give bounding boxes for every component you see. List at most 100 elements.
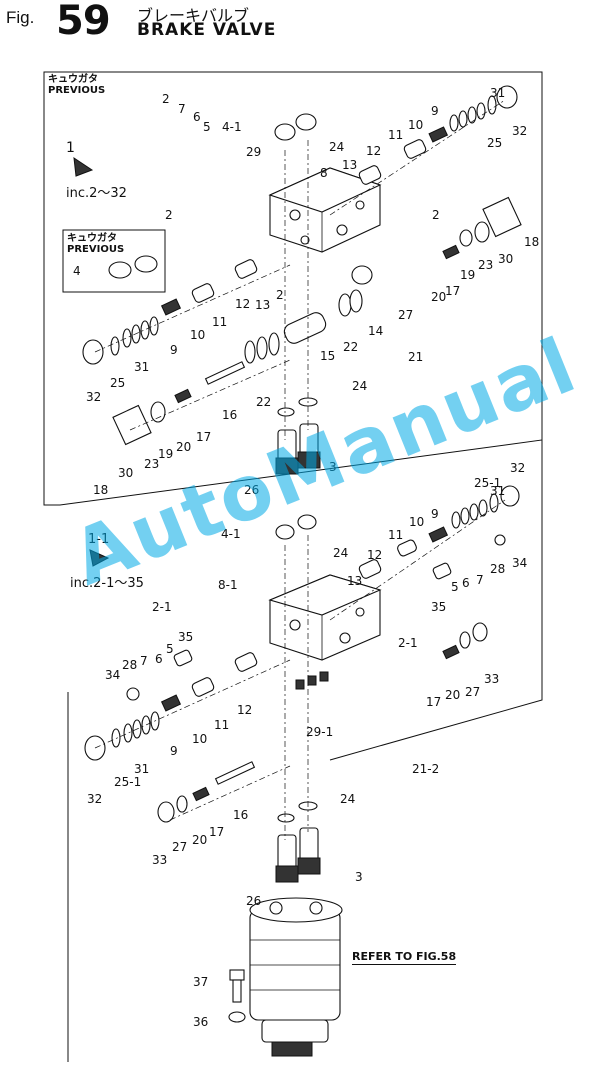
part-callout: 6 <box>193 110 201 124</box>
part-callout: 3 <box>329 460 337 474</box>
upper-top-plugs <box>108 113 317 279</box>
part-callout: 24 <box>333 546 349 560</box>
lower-fittings <box>275 514 329 883</box>
part-callout: 4 <box>73 264 81 278</box>
part-callout: 29-1 <box>306 725 334 739</box>
part-callout: 37 <box>193 975 209 989</box>
part-callout: 8 <box>320 166 328 180</box>
part-callout: 24 <box>352 379 368 393</box>
part-callout: 11 <box>388 528 404 542</box>
lower-assembly-id: 1-1 <box>88 532 110 547</box>
inset-tag-jp: キュウガタ <box>67 233 117 244</box>
part-callout: 32 <box>510 461 526 475</box>
part-callout: 2 <box>276 288 284 302</box>
upper-bottom-ports <box>275 397 321 475</box>
part-callout: 2-1 <box>398 636 418 650</box>
title-japanese: ブレーキバルブ <box>137 6 250 25</box>
part-callout: 20 <box>192 833 208 847</box>
part-callout: 31 <box>490 484 506 498</box>
lower-right-parts <box>358 485 520 660</box>
part-callout: 27 <box>398 308 414 322</box>
part-callout: 26 <box>244 483 260 497</box>
part-callout: 7 <box>140 654 148 668</box>
reference-note: REFER TO FIG.58 <box>352 950 457 965</box>
part-callout: 22 <box>256 395 272 409</box>
part-callout: 17 <box>445 284 461 298</box>
part-callout: 32 <box>87 792 103 806</box>
part-callout: 36 <box>193 1015 209 1029</box>
upper-valve-body <box>268 167 382 253</box>
lower-frame-right <box>329 440 543 761</box>
part-callout: 13 <box>255 298 271 312</box>
part-callout: 4-1 <box>222 120 242 134</box>
part-callout: 32 <box>512 124 528 138</box>
part-callout: 11 <box>212 315 228 329</box>
part-callout: 3 <box>355 870 363 884</box>
part-callout: 28 <box>490 562 506 576</box>
part-callout: 12 <box>367 548 383 562</box>
part-callout: 22 <box>343 340 359 354</box>
inset-previous-tag: キュウガタ PREVIOUS <box>67 233 124 255</box>
part-callout: 32 <box>86 390 102 404</box>
part-callout: 10 <box>409 515 425 529</box>
bolt-37 <box>229 969 245 1003</box>
part-callout: 24 <box>340 792 356 806</box>
part-callout: 20 <box>445 688 461 702</box>
part-callout: 15 <box>320 349 336 363</box>
part-callout: 10 <box>192 732 208 746</box>
part-callout: 9 <box>170 744 178 758</box>
part-callout: 31 <box>134 762 150 776</box>
part-callout: 24 <box>329 140 345 154</box>
upper-right-parts <box>351 85 522 285</box>
part-callout: 23 <box>144 457 160 471</box>
upper-frame <box>43 71 543 506</box>
part-callout: 5 <box>203 120 211 134</box>
upper-left-parts <box>82 259 258 446</box>
part-callout: 9 <box>170 343 178 357</box>
part-callout: 28 <box>122 658 138 672</box>
part-callout: 23 <box>478 258 494 272</box>
master-cylinder <box>249 897 343 1057</box>
arrow-assembly-1-1 <box>89 549 110 567</box>
part-callout: 25-1 <box>114 775 142 789</box>
inset-frame <box>62 229 166 293</box>
part-callout: 30 <box>118 466 134 480</box>
arrow-assembly-1 <box>73 156 94 177</box>
part-callout: 31 <box>490 86 506 100</box>
part-callout: 25 <box>487 136 503 150</box>
part-callout: 18 <box>524 235 540 249</box>
previous-tag-en: PREVIOUS <box>48 85 106 96</box>
part-callout: 35 <box>178 630 194 644</box>
figure-number: 59 <box>56 0 111 44</box>
part-callout: 2 <box>162 92 170 106</box>
lower-assembly-includes: inc.2-1～35 <box>70 576 144 591</box>
part-callout: 16 <box>222 408 238 422</box>
part-callout: 25 <box>110 376 126 390</box>
part-callout: 29 <box>246 145 262 159</box>
part-callout: 11 <box>214 718 230 732</box>
part-callout: 30 <box>498 252 514 266</box>
part-callout: 2 <box>165 208 173 222</box>
part-callout: 25-1 <box>474 476 502 490</box>
part-callout: 17 <box>196 430 212 444</box>
part-callout: 7 <box>178 102 186 116</box>
previous-tag-jp: キュウガタ <box>48 74 98 85</box>
part-callout: 17 <box>426 695 442 709</box>
part-callout: 11 <box>388 128 404 142</box>
part-callout: 33 <box>484 672 500 686</box>
part-callout: 2-1 <box>152 600 172 614</box>
part-callout: 5 <box>166 642 174 656</box>
part-callout: 20 <box>176 440 192 454</box>
part-callout: 10 <box>190 328 206 342</box>
part-callout: 27 <box>172 840 188 854</box>
part-callout: 35 <box>431 600 447 614</box>
part-callout: 13 <box>342 158 358 172</box>
previous-tag: キュウガタ PREVIOUS <box>48 74 105 96</box>
part-callout: 31 <box>134 360 150 374</box>
figure-prefix: Fig. <box>6 8 35 27</box>
part-callout: 8-1 <box>218 578 238 592</box>
part-callout: 14 <box>368 324 384 338</box>
part-callout: 16 <box>233 808 249 822</box>
